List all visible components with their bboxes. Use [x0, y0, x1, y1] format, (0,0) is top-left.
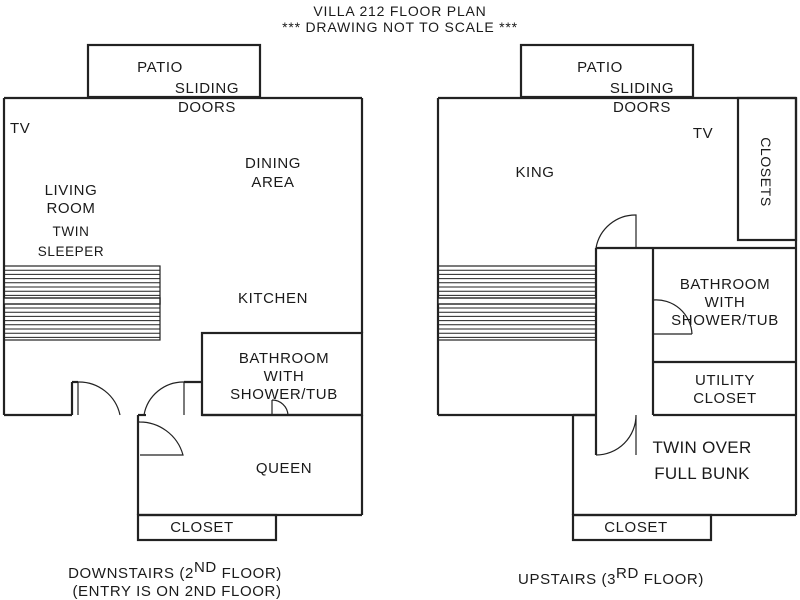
bathroom-label: BATHROOM — [680, 276, 770, 293]
patio-label: PATIO — [137, 59, 183, 76]
upstairs-plan: PATIO SLIDING DOORS TV KING CLOSETS BATH… — [436, 43, 798, 588]
closets-label: CLOSETS — [758, 137, 774, 207]
sliding-doors-label: DOORS — [178, 99, 236, 116]
bunk-room-door — [595, 414, 637, 456]
king-label: KING — [515, 164, 554, 181]
downstairs-caption: DOWNSTAIRS (2ND FLOOR) — [68, 559, 282, 582]
utility-closet-label: CLOSET — [693, 390, 757, 407]
patio-label: PATIO — [577, 59, 623, 76]
bathroom-label: SHOWER/TUB — [230, 386, 338, 403]
sliding-doors-label: DOORS — [613, 99, 671, 116]
bathroom-label: BATHROOM — [239, 350, 329, 367]
bathroom-label: WITH — [264, 368, 305, 385]
bathroom-door — [652, 299, 693, 335]
plan-title: VILLA 212 FLOOR PLAN — [313, 3, 486, 19]
bathroom-label: SHOWER/TUB — [671, 312, 779, 329]
dining-area-label: AREA — [251, 174, 294, 191]
bedroom-door — [137, 421, 184, 456]
kitchen-label: KITCHEN — [238, 290, 308, 307]
downstairs-caption: (ENTRY IS ON 2ND FLOOR) — [72, 583, 281, 600]
closet-label: CLOSET — [170, 519, 234, 536]
scale-note: *** DRAWING NOT TO SCALE *** — [282, 19, 518, 35]
bathroom-door — [271, 399, 289, 416]
living-room-label: LIVING — [45, 182, 98, 199]
tv-label: TV — [693, 125, 713, 142]
downstairs-closet — [136, 513, 278, 542]
bathroom-label: WITH — [705, 294, 746, 311]
twin-sleeper-label: SLEEPER — [38, 244, 104, 259]
tv-label: TV — [10, 120, 30, 137]
closet-label: CLOSET — [604, 519, 668, 536]
sliding-doors-label: SLIDING — [175, 80, 239, 97]
upstairs-closet — [571, 513, 713, 542]
living-room-label: ROOM — [46, 200, 95, 217]
twin-sleeper-label: TWIN — [53, 224, 90, 239]
upstairs-closets — [736, 96, 798, 242]
downstairs-plan: PATIO SLIDING DOORS TV DINING AREA LIVIN… — [2, 43, 364, 600]
dining-area-label: DINING — [245, 155, 301, 172]
bunk-label: FULL BUNK — [654, 464, 750, 483]
upstairs-caption: UPSTAIRS (3RD FLOOR) — [518, 565, 704, 588]
bedroom-door — [595, 214, 637, 249]
bunk-label: TWIN OVER — [652, 438, 751, 457]
utility-closet-label: UTILITY — [695, 372, 755, 389]
queen-label: QUEEN — [256, 460, 312, 477]
sliding-doors-label: SLIDING — [610, 80, 674, 97]
stair-rail — [437, 297, 597, 305]
entry-door — [143, 381, 185, 416]
stair-rail — [3, 297, 161, 305]
entry-door — [77, 381, 121, 416]
